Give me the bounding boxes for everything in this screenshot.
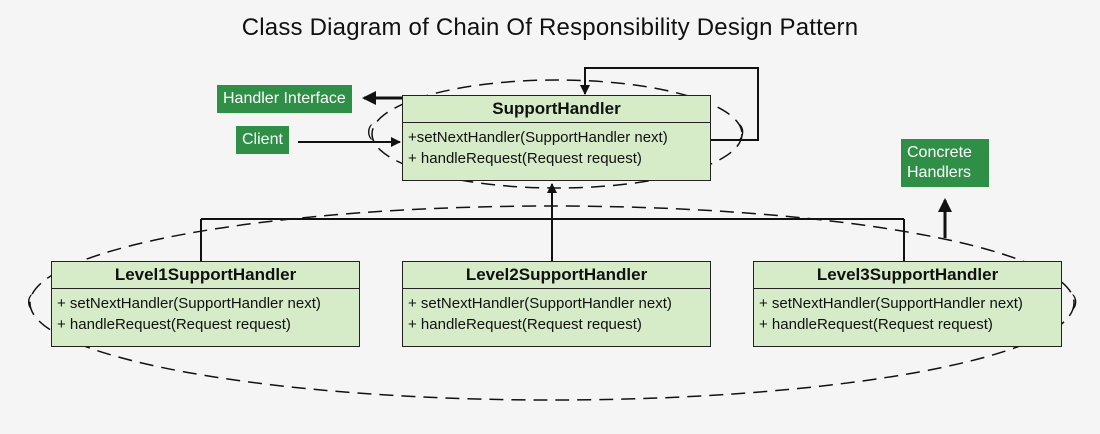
interface-group-ellipse xyxy=(371,79,743,189)
method-list: + setNextHandler(SupportHandler next) + … xyxy=(403,289,710,339)
method-list: +setNextHandler(SupportHandler next) + h… xyxy=(403,123,710,173)
class-name: Level3SupportHandler xyxy=(754,262,1061,289)
self-reference-loop xyxy=(580,67,759,141)
paren-close-top: ) xyxy=(739,123,745,140)
method-list: + setNextHandler(SupportHandler next) + … xyxy=(52,289,359,339)
method-set-next-handler: + setNextHandler(SupportHandler next) xyxy=(759,295,1023,312)
level2-support-handler-class[interactable]: Level2SupportHandler + setNextHandler(Su… xyxy=(402,261,711,347)
method-list: + setNextHandler(SupportHandler next) + … xyxy=(754,289,1061,339)
concrete-handlers-text-1: Concrete xyxy=(907,144,972,161)
level1-support-handler-class[interactable]: Level1SupportHandler + setNextHandler(Su… xyxy=(51,261,360,347)
method-handle-request: + handleRequest(Request request) xyxy=(408,316,642,333)
handler-interface-label: Handler Interface xyxy=(217,85,352,113)
class-name: SupportHandler xyxy=(403,96,710,123)
page-title: Class Diagram of Chain Of Responsibility… xyxy=(241,14,859,41)
paren-open-bottom: ( xyxy=(27,293,33,310)
class-name: Level1SupportHandler xyxy=(52,262,359,289)
client-text: Client xyxy=(242,131,283,148)
method-set-next-handler: + setNextHandler(SupportHandler next) xyxy=(408,295,672,312)
class-name: Level2SupportHandler xyxy=(403,262,710,289)
support-handler-class[interactable]: SupportHandler +setNextHandler(SupportHa… xyxy=(402,95,711,181)
concrete-handlers-label: Concrete Handlers xyxy=(901,139,989,187)
paren-close-bottom: ) xyxy=(1072,293,1078,310)
method-handle-request: + handleRequest(Request request) xyxy=(759,316,993,333)
paren-open-top: ( xyxy=(367,123,373,140)
method-handle-request: + handleRequest(Request request) xyxy=(57,316,291,333)
method-set-next-handler: +setNextHandler(SupportHandler next) xyxy=(408,129,668,146)
method-handle-request: + handleRequest(Request request) xyxy=(408,150,642,167)
method-set-next-handler: + setNextHandler(SupportHandler next) xyxy=(57,295,321,312)
client-label: Client xyxy=(236,126,289,154)
concrete-handlers-text-2: Handlers xyxy=(907,164,972,181)
level3-support-handler-class[interactable]: Level3SupportHandler + setNextHandler(Su… xyxy=(753,261,1062,347)
handler-interface-text: Handler Interface xyxy=(223,90,346,107)
